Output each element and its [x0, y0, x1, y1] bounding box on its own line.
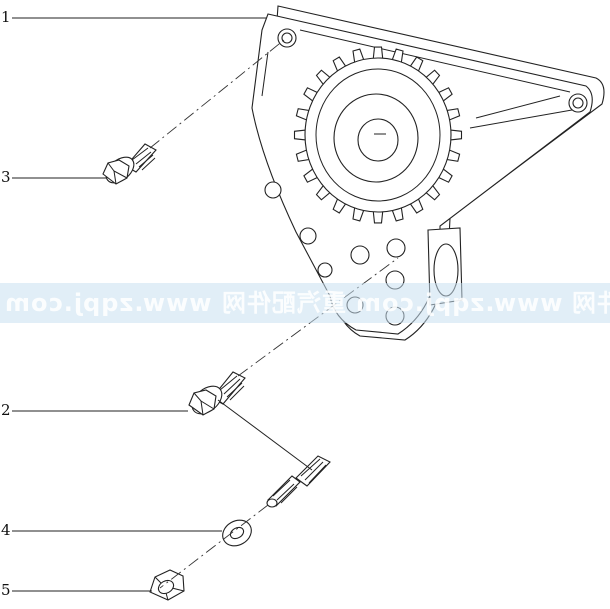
bolt-to-stud-link — [217, 399, 313, 471]
callout-leaders — [12, 17, 266, 592]
callout-3: 3 — [1, 168, 11, 186]
watermark-segment: www.zqpj.com — [4, 289, 212, 317]
callout-5: 5 — [1, 581, 11, 599]
bolt-part-2 — [188, 371, 246, 416]
callout-2: 2 — [1, 401, 11, 419]
watermark-segment: 重汽配件网 — [220, 289, 346, 317]
watermark-segment: 重汽配件网 — [571, 289, 610, 317]
callout-1: 1 — [1, 8, 11, 26]
washer-part-4 — [222, 519, 252, 547]
pump-housing-part-1 — [251, 5, 605, 341]
callout-4: 4 — [1, 521, 11, 539]
watermark-band: www.zqpj.com 重汽配件网 www.zqpj.com 重汽配件网 — [0, 283, 610, 323]
stud — [266, 455, 331, 508]
bolt-part-3 — [102, 143, 157, 185]
watermark-segment: www.zqpj.com — [354, 289, 563, 317]
nut-part-5 — [149, 569, 185, 601]
